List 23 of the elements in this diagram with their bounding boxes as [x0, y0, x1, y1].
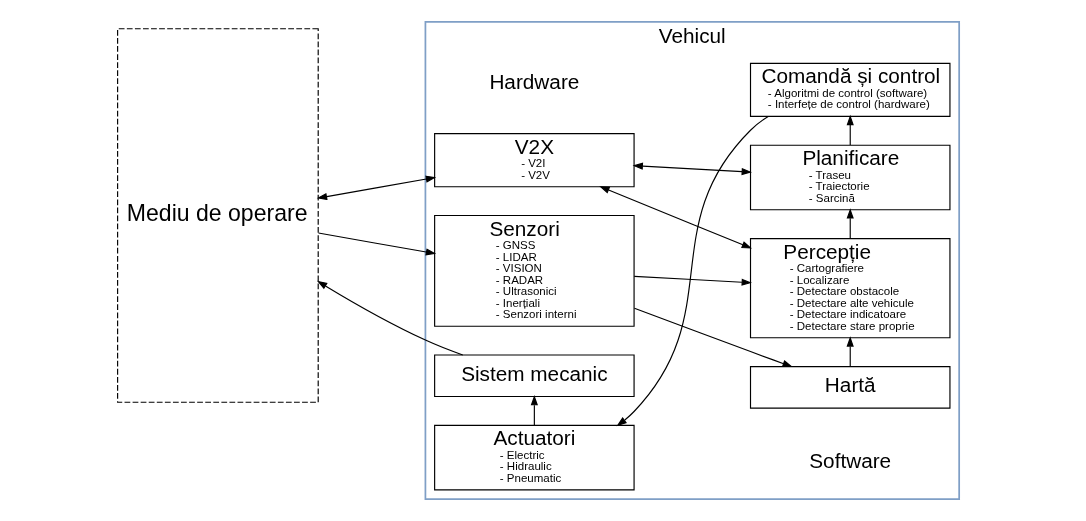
arrow: [530, 394, 538, 426]
arrow: [846, 208, 854, 240]
arrow: [616, 115, 769, 427]
node-box: Hartă: [749, 366, 951, 409]
arrow: [633, 307, 793, 368]
arrow: [633, 275, 752, 286]
arrow: [632, 162, 752, 176]
label: Software: [809, 449, 892, 473]
node-box: Planificare - Traseu - Traiectorie - Sarcină: [749, 144, 951, 211]
node-box: Mediu de operare: [117, 28, 319, 403]
node-box: Percepție - Cartografiere - Localizare - Detectare obstacole - Detectare alte vehicule - Detectare indicatoare - Detectare stare proprie: [749, 238, 951, 339]
arrow: [316, 280, 464, 356]
arrow: [599, 186, 753, 249]
node-box: Actuatori - Electric - Hidraulic - Pneumatic: [434, 424, 635, 491]
node-box: V2X - V2I - V2V: [434, 133, 635, 188]
node-box: Senzori - GNSS - LIDAR - VISION - RADAR - Ultrasonici - Inerțiali - Senzori interni: [434, 214, 635, 327]
node-box: Sistem mecanic: [434, 354, 635, 398]
arrow: [846, 336, 854, 367]
arrow: [317, 232, 437, 256]
label: Hardware: [489, 70, 580, 94]
arrow: [316, 175, 437, 201]
node-box: Comandă și control - Algoritmi de control (software) - Interfețe de control (hardware): [749, 62, 951, 117]
arrow: [846, 114, 854, 146]
